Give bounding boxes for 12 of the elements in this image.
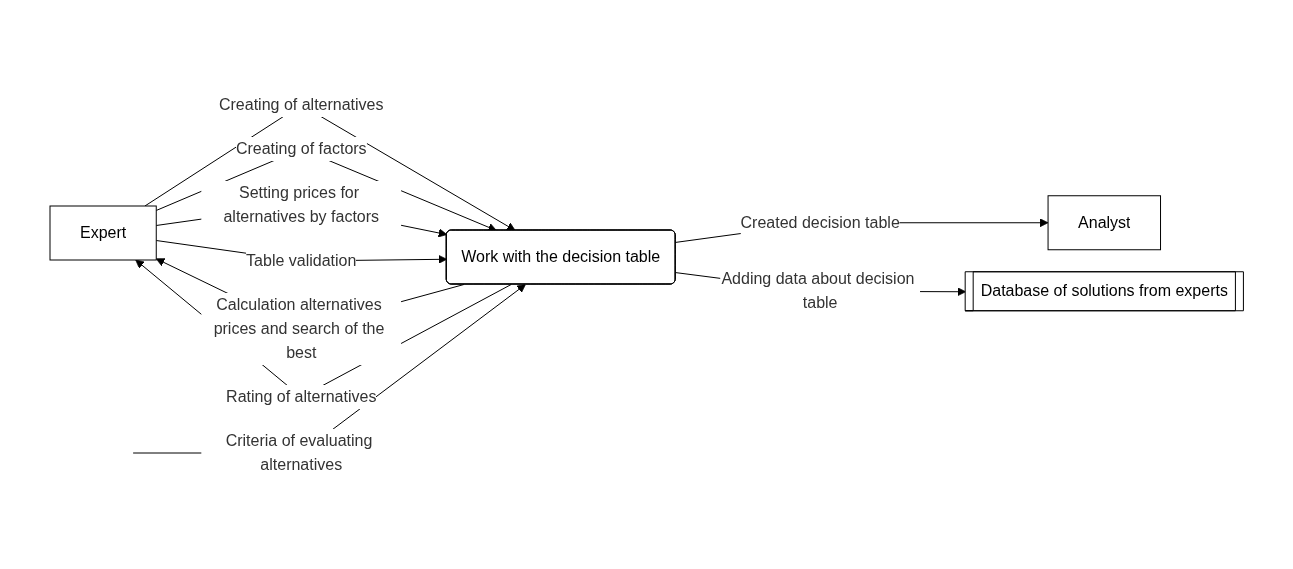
edge-label: Creating of factors [235,139,367,157]
edge-label: Creating of alternatives [218,95,384,113]
edge-label: Created decision table [740,213,900,231]
arrow [132,283,526,453]
edge-label: Rating of alternatives [225,387,377,405]
edge-label: Setting prices for alternatives by factors [223,183,379,225]
edge-label: Adding data about decision table [721,269,915,311]
edge-label: Criteria of evaluating alternatives [225,431,373,473]
node-box: Analyst [1047,194,1161,250]
edge-label: Calculation alternatives prices and search of the best [213,295,385,361]
edge-label: Table validation [245,251,357,269]
node-box: Expert [49,205,157,260]
